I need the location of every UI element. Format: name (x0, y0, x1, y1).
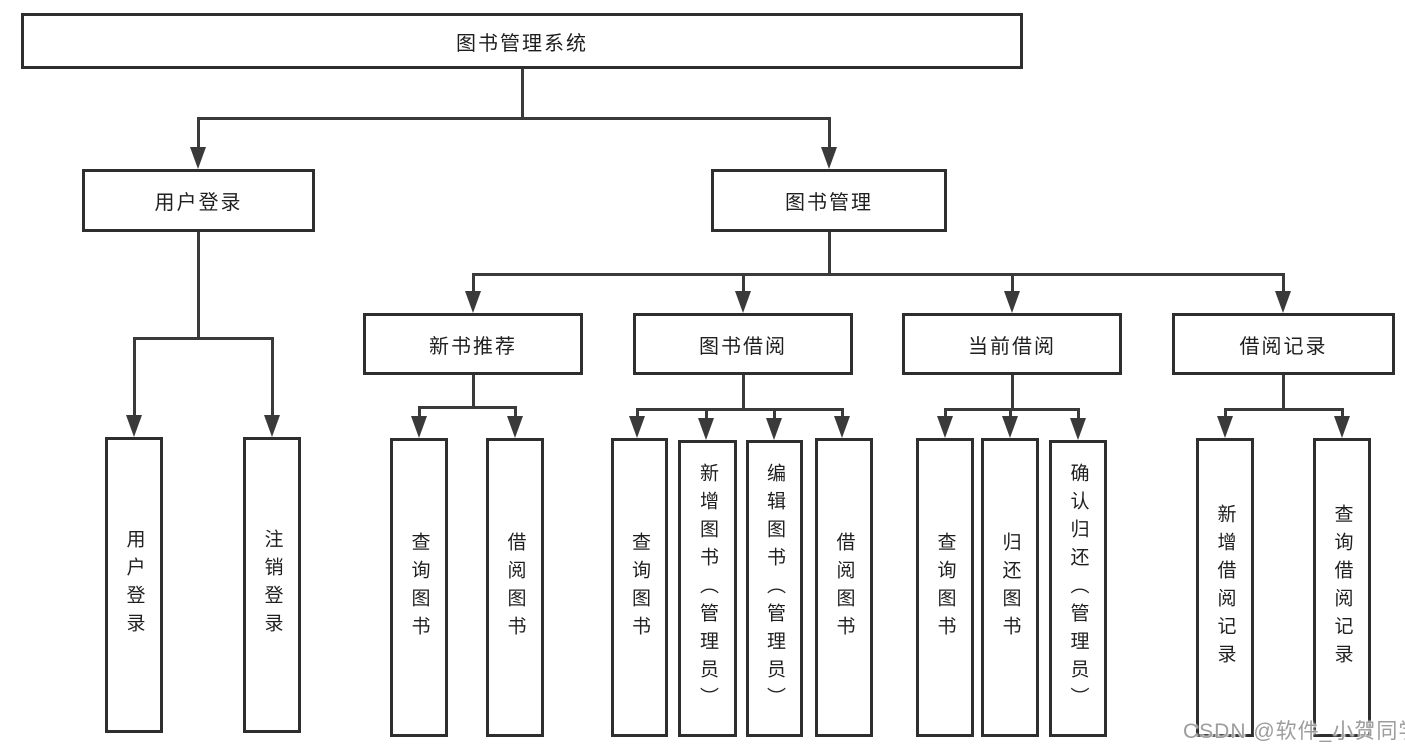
arrow-down-icon (1334, 416, 1350, 438)
arrow-down-icon (411, 416, 427, 438)
node-leaf-borrow-books-borrowing: 借阅图书 (815, 438, 873, 737)
connector-stem (471, 375, 475, 409)
node-label-leaf-user-login: 用户登录 (123, 529, 145, 641)
arrow-down-icon (766, 418, 782, 440)
node-label-leaf-borrow-books-borrowing: 借阅图书 (833, 531, 855, 644)
node-borrowing-records: 借阅记录 (1172, 313, 1395, 375)
node-book-management: 图书管理 (711, 169, 947, 232)
connector-drop (772, 408, 776, 420)
arrow-down-icon (629, 416, 645, 438)
node-label-book-management: 图书管理 (785, 192, 873, 214)
arrow-down-icon (465, 291, 481, 313)
node-leaf-query-books-recommend: 查询图书 (390, 438, 448, 737)
node-label-leaf-confirm-return-admin: 确认归还（管理员） (1067, 462, 1089, 715)
connector-drop (635, 408, 639, 418)
connector-drop (1076, 408, 1080, 420)
node-book-borrowing: 图书借阅 (633, 313, 853, 375)
node-label-new-book-recommend: 新书推荐 (429, 335, 517, 358)
connector-drop (827, 117, 831, 149)
connector-drop (1008, 408, 1012, 418)
node-leaf-user-login: 用户登录 (105, 437, 163, 733)
node-leaf-add-borrow-record: 新增借阅记录 (1196, 438, 1254, 737)
arrow-down-icon (735, 291, 751, 313)
connector-bar (943, 408, 1080, 411)
arrow-down-icon (834, 416, 850, 438)
node-label-root: 图书管理系统 (456, 32, 588, 55)
arrow-down-icon (1004, 291, 1020, 313)
node-label-leaf-add-books-admin: 新增图书（管理员） (697, 462, 718, 715)
connector-stem (196, 232, 200, 340)
arrow-down-icon (937, 416, 953, 438)
connector-bar (471, 273, 1285, 276)
node-label-borrowing-records: 借阅记录 (1239, 335, 1328, 358)
connector-drop (1010, 273, 1014, 293)
arrow-down-icon (264, 415, 280, 437)
connector-drop (741, 273, 745, 293)
connector-drop (1281, 273, 1285, 293)
connector-bar (635, 408, 844, 411)
arrow-down-icon (1217, 416, 1233, 438)
connector-drop (513, 406, 517, 418)
connector-stem (741, 375, 745, 411)
node-label-leaf-borrow-books-recommend: 借阅图书 (504, 531, 526, 644)
node-user-login-branch: 用户登录 (82, 169, 315, 232)
node-leaf-return-books: 归还图书 (981, 438, 1039, 737)
node-leaf-query-books-current: 查询图书 (916, 438, 974, 737)
arrow-down-icon (1275, 291, 1291, 313)
arrow-down-icon (1070, 418, 1086, 440)
connector-stem (827, 232, 831, 276)
connector-stem (1281, 375, 1285, 411)
node-label-leaf-logout-login: 注销登录 (261, 529, 283, 641)
arrow-down-icon (507, 416, 523, 438)
node-leaf-edit-books-admin: 编辑图书（管理员） (746, 440, 803, 737)
node-label-book-borrowing: 图书借阅 (699, 335, 787, 358)
node-label-leaf-return-books: 归还图书 (999, 531, 1021, 644)
arrow-down-icon (821, 147, 837, 169)
node-label-user-login-branch: 用户登录 (154, 192, 243, 214)
connector-drop (943, 408, 947, 418)
connector-bar (196, 117, 831, 120)
node-label-current-borrowing: 当前借阅 (968, 335, 1056, 358)
connector-stem (520, 69, 524, 120)
arrow-down-icon (698, 418, 714, 440)
node-leaf-confirm-return-admin: 确认归还（管理员） (1049, 440, 1107, 737)
csdn-watermark: CSDN @软件_小贺同学 (1183, 720, 1405, 743)
node-label-leaf-query-books-current: 查询图书 (934, 531, 956, 644)
node-current-borrowing: 当前借阅 (902, 313, 1122, 375)
node-new-book-recommend: 新书推荐 (363, 313, 583, 375)
node-label-leaf-query-borrow-record: 查询借阅记录 (1331, 503, 1353, 672)
connector-stem (1010, 375, 1014, 411)
arrow-down-icon (126, 415, 142, 437)
node-leaf-borrow-books-recommend: 借阅图书 (486, 438, 544, 737)
connector-drop (196, 117, 200, 149)
connector-bar (1223, 408, 1344, 411)
connector-drop (1340, 408, 1344, 418)
connector-drop (270, 337, 274, 417)
node-leaf-logout-login: 注销登录 (243, 437, 301, 733)
connector-drop (132, 337, 136, 417)
node-label-leaf-query-books-borrowing: 查询图书 (629, 531, 650, 644)
node-leaf-query-books-borrowing: 查询图书 (611, 438, 668, 737)
connector-drop (704, 408, 708, 420)
connector-drop (840, 408, 844, 418)
arrow-down-icon (1002, 416, 1018, 438)
node-leaf-add-books-admin: 新增图书（管理员） (678, 440, 737, 737)
connector-bar (132, 337, 274, 340)
node-leaf-query-borrow-record: 查询借阅记录 (1313, 438, 1371, 737)
connector-bar (417, 406, 517, 409)
connector-drop (471, 273, 475, 293)
node-label-leaf-query-books-recommend: 查询图书 (408, 531, 430, 644)
connector-drop (417, 406, 421, 418)
connector-drop (1223, 408, 1227, 418)
node-label-leaf-add-borrow-record: 新增借阅记录 (1214, 503, 1236, 672)
node-root: 图书管理系统 (21, 13, 1023, 69)
arrow-down-icon (190, 147, 206, 169)
node-label-leaf-edit-books-admin: 编辑图书（管理员） (764, 462, 785, 715)
